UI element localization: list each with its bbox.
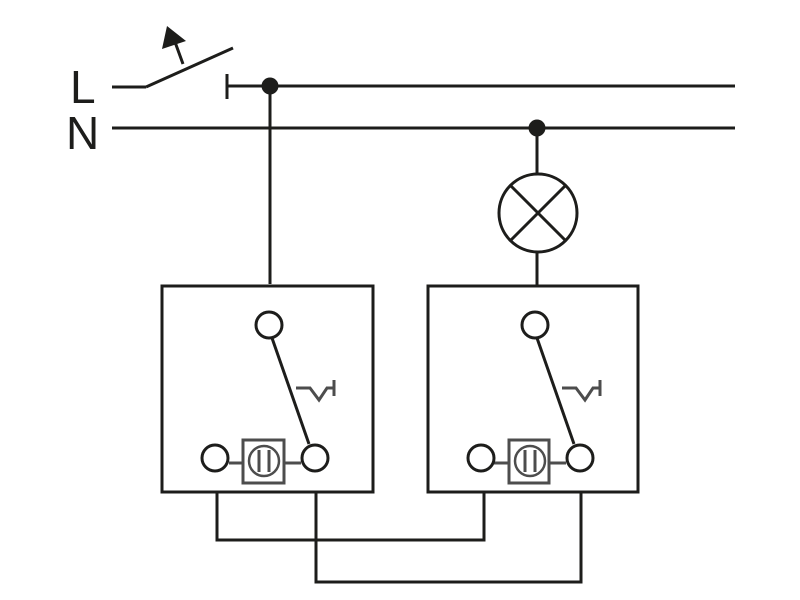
traveller-wires [215, 492, 583, 584]
pushbutton-switch-icon [112, 26, 234, 89]
line-conductor [225, 74, 735, 284]
lamp-icon [497, 172, 579, 286]
neutral-conductor [112, 119, 735, 175]
right-two-way-switch [426, 284, 640, 494]
line-label: L [70, 61, 96, 113]
left-two-way-switch [160, 284, 375, 494]
neutral-label: N [66, 107, 99, 159]
